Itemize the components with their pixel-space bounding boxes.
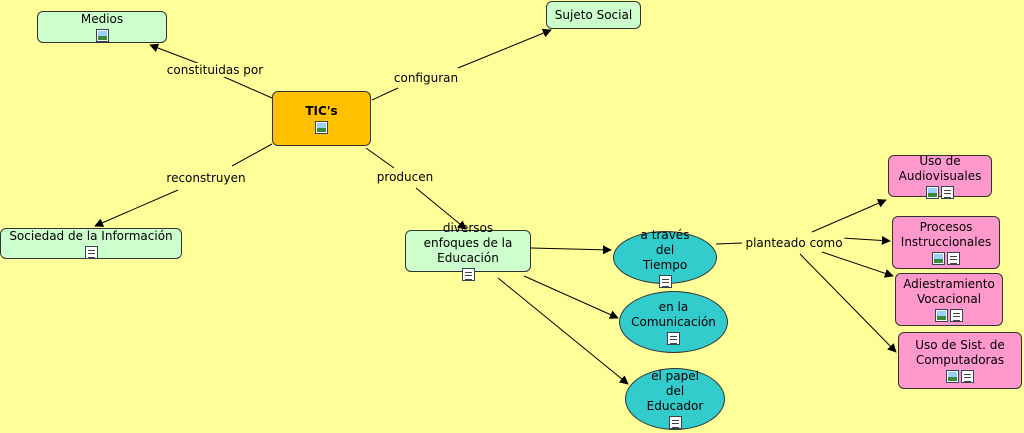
arrow-to-computadoras — [799, 253, 897, 353]
concept-comunicacion[interactable]: en la Comunicación — [619, 291, 728, 353]
arrow-to-sociedad — [94, 189, 179, 227]
concept-sociedad-label: Sociedad de la Información — [9, 228, 173, 243]
arrow-to-comunicacion — [523, 275, 619, 319]
arrow-to-enfoques — [415, 187, 467, 230]
concept-comunicacion-label: en la Comunicación — [631, 299, 716, 329]
arrow-to-sujeto — [457, 28, 552, 69]
image-resource-icon[interactable] — [926, 185, 939, 199]
concept-medios-label: Medios — [80, 12, 124, 26]
line-tics-configuran — [371, 87, 399, 101]
line-tics-producen — [365, 147, 395, 169]
concept-procesos[interactable]: Procesos Instruccionales — [892, 216, 1000, 269]
link-label-configuran: configuran — [391, 71, 461, 85]
concept-papel-resources — [668, 416, 682, 429]
link-label-producen: producen — [374, 170, 436, 184]
concept-sociedad-resources — [84, 245, 98, 259]
document-resource-icon[interactable] — [667, 331, 680, 345]
document-resource-icon[interactable] — [947, 252, 960, 265]
concept-computadoras-label: Uso de Sist. de Computadoras — [915, 338, 1005, 367]
image-resource-icon[interactable] — [95, 29, 109, 42]
concept-computadoras[interactable]: Uso de Sist. de Computadoras — [898, 332, 1022, 389]
link-label-planteado: planteado como — [743, 236, 845, 250]
arrow-to-procesos — [841, 236, 891, 245]
concept-comunicacion-resources — [667, 331, 680, 345]
concept-audiovisuales[interactable]: Uso de Audiovisuales — [888, 153, 992, 199]
arrow-to-tiempo — [530, 245, 612, 255]
concept-tiempo-resources — [658, 274, 672, 288]
arrow-to-medios — [149, 43, 201, 65]
concept-computadoras-resources — [946, 370, 974, 383]
concept-sujeto-social-label: Sujeto Social — [554, 7, 633, 22]
document-resource-icon[interactable] — [84, 245, 98, 259]
concept-tiempo-label: a través del Tiempo — [640, 227, 690, 272]
concept-tics-label: TIC's — [305, 103, 338, 118]
image-resource-icon[interactable] — [932, 252, 945, 265]
link-label-constituidas: constituidas por — [164, 63, 266, 77]
concept-audiovisuales-resources — [926, 185, 954, 199]
concept-enfoques-label: diversos enfoques de la Educación — [423, 221, 513, 265]
concept-adiestramiento[interactable]: Adiestramiento Vocacional — [895, 273, 1003, 326]
line-tics-reconstruyen — [231, 143, 273, 167]
arrow-to-papel — [497, 277, 629, 385]
concept-procesos-label: Procesos Instruccionales — [900, 220, 992, 249]
concept-medios[interactable]: Medios — [37, 11, 167, 43]
line-tiempo-planteado — [715, 242, 743, 245]
document-resource-icon[interactable] — [658, 274, 672, 288]
concept-adiestramiento-resources — [935, 309, 963, 322]
concept-papel-label: el papel del Educador — [646, 369, 704, 413]
concept-sociedad[interactable]: Sociedad de la Información — [0, 228, 182, 259]
document-resource-icon[interactable] — [950, 309, 963, 322]
document-resource-icon[interactable] — [461, 268, 475, 281]
concept-procesos-resources — [932, 252, 960, 265]
image-resource-icon[interactable] — [935, 309, 948, 322]
document-resource-icon[interactable] — [961, 370, 974, 383]
arrow-to-audiovisuales — [811, 199, 887, 233]
concept-enfoques-resources — [461, 268, 475, 281]
link-label-reconstruyen: reconstruyen — [164, 171, 248, 185]
concept-sujeto-social[interactable]: Sujeto Social — [546, 1, 641, 29]
concept-tics[interactable]: TIC's — [272, 91, 371, 146]
document-resource-icon[interactable] — [941, 185, 954, 199]
concept-adiestramiento-label: Adiestramiento Vocacional — [903, 277, 995, 306]
arrow-to-adiestramiento — [821, 251, 894, 278]
concept-medios-resources — [95, 29, 109, 42]
document-resource-icon[interactable] — [668, 416, 682, 429]
concept-tiempo[interactable]: a través del Tiempo — [613, 227, 717, 288]
image-resource-icon[interactable] — [315, 120, 328, 134]
concept-papel[interactable]: el papel del Educador — [625, 368, 725, 430]
concept-tics-resources — [315, 120, 328, 134]
line-tics-constituidas — [221, 75, 273, 99]
concept-audiovisuales-label: Uso de Audiovisuales — [898, 153, 982, 183]
concept-enfoques[interactable]: diversos enfoques de la Educación — [405, 221, 531, 281]
image-resource-icon[interactable] — [946, 370, 959, 383]
